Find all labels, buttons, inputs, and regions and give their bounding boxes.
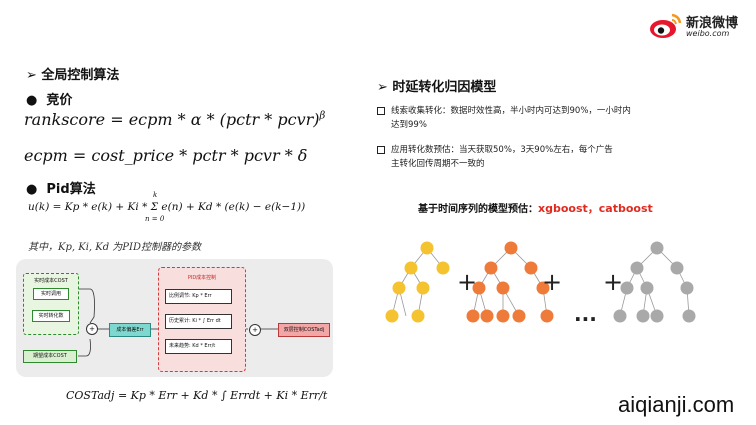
formula-rankscore-exp: β bbox=[319, 110, 326, 122]
plus-sign-2: + bbox=[542, 268, 563, 296]
cost-error-box: 成本偏差Err bbox=[109, 323, 151, 337]
formula-ecpm: ecpm = cost_price * pctr * pcvr * δ bbox=[24, 146, 308, 165]
square-bullet-icon bbox=[377, 145, 385, 154]
tree-gray bbox=[613, 241, 696, 323]
pid-diagram: 实时成本COST 实时调用 实时转化数 期望成本COST + 成本偏差Err P… bbox=[16, 259, 333, 377]
weibo-eye-icon bbox=[650, 13, 682, 38]
pid-control-box: PID成本控制 比例调节: Kp * Err 历史累计: Ki * ∫ Err … bbox=[158, 267, 246, 372]
section-global-control: ➢ 全局控制算法 bbox=[26, 68, 120, 83]
expected-cost-box: 期望成本COST bbox=[23, 350, 77, 363]
weibo-logo: 新浪微博 weibo.com bbox=[648, 10, 748, 44]
bullet-lead-conversion: 线索收集转化：数据时效性高，半小时内可达到90%，一小时内 达到99% bbox=[377, 104, 631, 132]
tree-orange bbox=[466, 241, 554, 323]
sum-junction-1: + bbox=[86, 323, 98, 335]
cost-adjust-box: 双层控制COSTadj bbox=[278, 323, 330, 337]
pid-note: 其中，Kp, Ki, Kd 为PID控制器的参数 bbox=[28, 242, 202, 253]
pid-sum-bottom: n = 0 bbox=[145, 215, 165, 223]
dot-bullet-icon: ● bbox=[26, 182, 47, 197]
realtime-conversion-box: 实时转化数 bbox=[32, 310, 70, 322]
watermark: aiqianji.com bbox=[618, 392, 735, 417]
pid-proportional-box: 比例调节: Kp * Err bbox=[165, 289, 232, 304]
pid-derivative-box: 未来趋势: Kd * Err/t bbox=[165, 339, 232, 354]
arrow-bullet-icon: ➢ bbox=[377, 80, 393, 95]
tree-yellow bbox=[385, 241, 450, 323]
dot-bullet-icon: ● bbox=[26, 93, 47, 108]
realtime-cost-title: 实时成本COST bbox=[34, 278, 68, 284]
brand-url: weibo.com bbox=[686, 29, 730, 38]
model-caption: 基于时间序列的模型预估：xgboost，catboost bbox=[418, 202, 653, 215]
sum-junction-2: + bbox=[249, 324, 261, 336]
ellipsis: ... bbox=[574, 302, 597, 326]
square-bullet-icon bbox=[377, 106, 385, 115]
realtime-cost-box: 实时成本COST 实时调用 实时转化数 bbox=[23, 273, 79, 335]
plus-sign-1: + bbox=[457, 268, 478, 296]
section-delay-attribution: ➢ 时延转化归因模型 bbox=[377, 80, 497, 95]
bullet-app-conversion: 应用转化数预估：当天获取50%，3天90%左右，每个广告 主转化回传周期不一致的 bbox=[377, 143, 613, 171]
realtime-call-box: 实时调用 bbox=[33, 288, 69, 300]
sub-bidding: ● 竞价 bbox=[26, 93, 73, 108]
pid-sum-top: k bbox=[153, 191, 158, 199]
boosting-trees-diagram bbox=[385, 241, 696, 323]
plus-sign-3: + bbox=[603, 268, 624, 296]
pid-integral-box: 历史累计: Ki * ∫ Err dt bbox=[165, 314, 232, 329]
pid-control-title: PID成本控制 bbox=[187, 275, 217, 281]
formula-cost-adjust: COSTadj = Kp * Err + Kd * ∫ Errdt + Ki *… bbox=[66, 389, 328, 402]
formula-pid: u(k) = Kp * e(k) + Ki * Σ e(n) + Kd * (e… bbox=[28, 201, 306, 213]
arrow-bullet-icon: ➢ bbox=[26, 68, 42, 83]
formula-rankscore: rankscore = ecpm * α * (pctr * pcvr)β bbox=[24, 110, 326, 129]
sub-pid: ● Pid算法 bbox=[26, 182, 96, 197]
brand-name: 新浪微博 bbox=[686, 16, 739, 31]
